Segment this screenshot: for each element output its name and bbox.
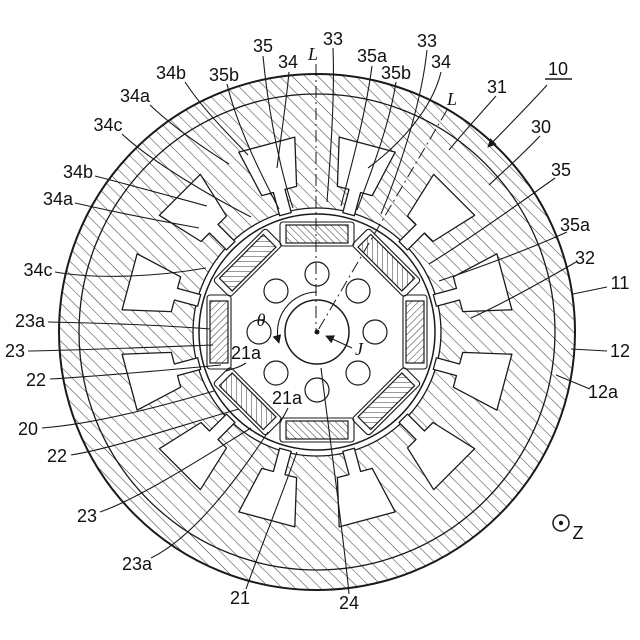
ref-label-6-33: 33 [417, 31, 437, 51]
ref-label-8-L: L [446, 89, 457, 109]
j-axis-arrow [325, 335, 353, 349]
leader-22-lower [70, 408, 240, 456]
leader-24 [320, 367, 350, 595]
housing-inner-circle [78, 93, 556, 571]
leader-20 [41, 390, 215, 429]
ref-label-3-33: 33 [323, 29, 343, 49]
axis-center-dot [314, 329, 320, 335]
permanent-magnet [405, 300, 425, 364]
housing-outer-circle [58, 73, 576, 591]
leader-23-lower [99, 427, 252, 513]
centerline-angled-L [316, 109, 448, 333]
ref-label-22-23a: 23a [122, 554, 153, 574]
ref-label-38-Z: Z [573, 523, 584, 543]
housing-hatched-annulus [59, 74, 575, 590]
leader-22-upper [49, 364, 222, 380]
rotor [198, 213, 436, 451]
leader-32 [470, 261, 577, 319]
leader-12 [570, 348, 608, 352]
ref-label-26-21a: 21a [272, 388, 303, 408]
leader-21a-lower [279, 407, 289, 424]
ref-label-31-30: 30 [531, 117, 551, 137]
leader-34a-upper [149, 104, 230, 165]
leader-35-top [262, 55, 294, 209]
leader-34b-lower [94, 175, 208, 207]
ref-label-24-24: 24 [339, 593, 359, 613]
leader-10-arrow [487, 84, 548, 148]
ref-label-23-21: 21 [230, 588, 250, 608]
ref-label-12-34c: 34c [93, 115, 122, 135]
leader-35b-left [226, 83, 280, 210]
leader-21a-left [225, 362, 247, 372]
ref-label-32-35: 35 [551, 160, 571, 180]
leader-35a-right [438, 231, 568, 282]
ref-label-20-22: 22 [47, 446, 67, 466]
ref-label-0-35: 35 [253, 36, 273, 56]
permanent-magnet [285, 420, 349, 440]
leader-23-left [27, 344, 214, 352]
ref-label-35-11: 11 [611, 273, 630, 293]
rotor-hole [362, 319, 388, 345]
ref-label-25-21a: 21a [231, 343, 262, 363]
ref-label-13-34b: 34b [63, 162, 93, 182]
permanent-magnet [285, 224, 349, 244]
permanent-magnet [209, 300, 229, 364]
ref-label-11-34a: 34a [120, 86, 151, 106]
center-lines [315, 64, 448, 334]
ref-label-1-34: 34 [278, 52, 298, 72]
ref-label-36-12: 12 [610, 341, 630, 361]
leader-34-topleft [276, 71, 290, 169]
leader-31 [448, 95, 497, 151]
leader-35a-top [340, 65, 373, 207]
ref-label-7-34: 34 [431, 52, 451, 72]
leader-34c-upper [121, 133, 252, 218]
leader-35b-right [356, 81, 397, 211]
ref-label-2-L: L [307, 44, 318, 64]
reference-labels: 35 34 L 33 35a 35b 33 34 L 35b 34b 34a 3… [5, 29, 630, 613]
ref-label-10-34b: 34b [156, 63, 186, 83]
ref-label-33-35a: 35a [560, 215, 591, 235]
z-axis-dot [558, 520, 564, 526]
stator-bore-circle [192, 207, 442, 457]
ref-label-30-31: 31 [487, 77, 507, 97]
ref-label-21-23: 23 [77, 506, 97, 526]
leader-34a-lower [74, 202, 200, 229]
leader-30 [488, 135, 541, 186]
leader-34-topright [367, 71, 442, 169]
leader-23a-lower [150, 431, 269, 559]
z-axis-marker [552, 514, 570, 532]
theta-angle-arc [272, 291, 318, 344]
ref-label-15-34c: 34c [23, 260, 52, 280]
ref-label-14-34a: 34a [43, 189, 74, 209]
ref-label-34-32: 32 [575, 248, 595, 268]
ref-label-19-20: 20 [18, 419, 38, 439]
leader-23a-left [47, 321, 211, 330]
ref-label-16-23a: 23a [15, 311, 46, 331]
leader-34b-upper [184, 81, 249, 156]
leader-33-left [326, 47, 335, 203]
ref-label-28-theta: θ [257, 310, 266, 330]
leader-lines [27, 47, 608, 595]
ref-label-9-35b: 35b [209, 65, 239, 85]
leader-35-right [428, 177, 556, 265]
leader-12a [555, 374, 591, 390]
ref-label-37-12a: 12a [588, 382, 619, 402]
ref-label-5-35b: 35b [381, 63, 411, 83]
leader-11 [572, 286, 608, 295]
stator-core-hatched-annulus [79, 94, 555, 570]
leader-33-right [380, 49, 428, 215]
leader-34c-lower [54, 267, 207, 277]
ref-label-18-22: 22 [26, 370, 46, 390]
leader-21 [245, 451, 298, 590]
rotor-hole [304, 261, 330, 287]
z-axis-circle [552, 514, 570, 532]
ref-label-4-35a: 35a [357, 46, 388, 66]
ref-label-17-23: 23 [5, 341, 25, 361]
stator [58, 73, 576, 591]
ref-label-29-10: 10 [548, 59, 568, 79]
ref-label-27-J: J [355, 339, 364, 359]
